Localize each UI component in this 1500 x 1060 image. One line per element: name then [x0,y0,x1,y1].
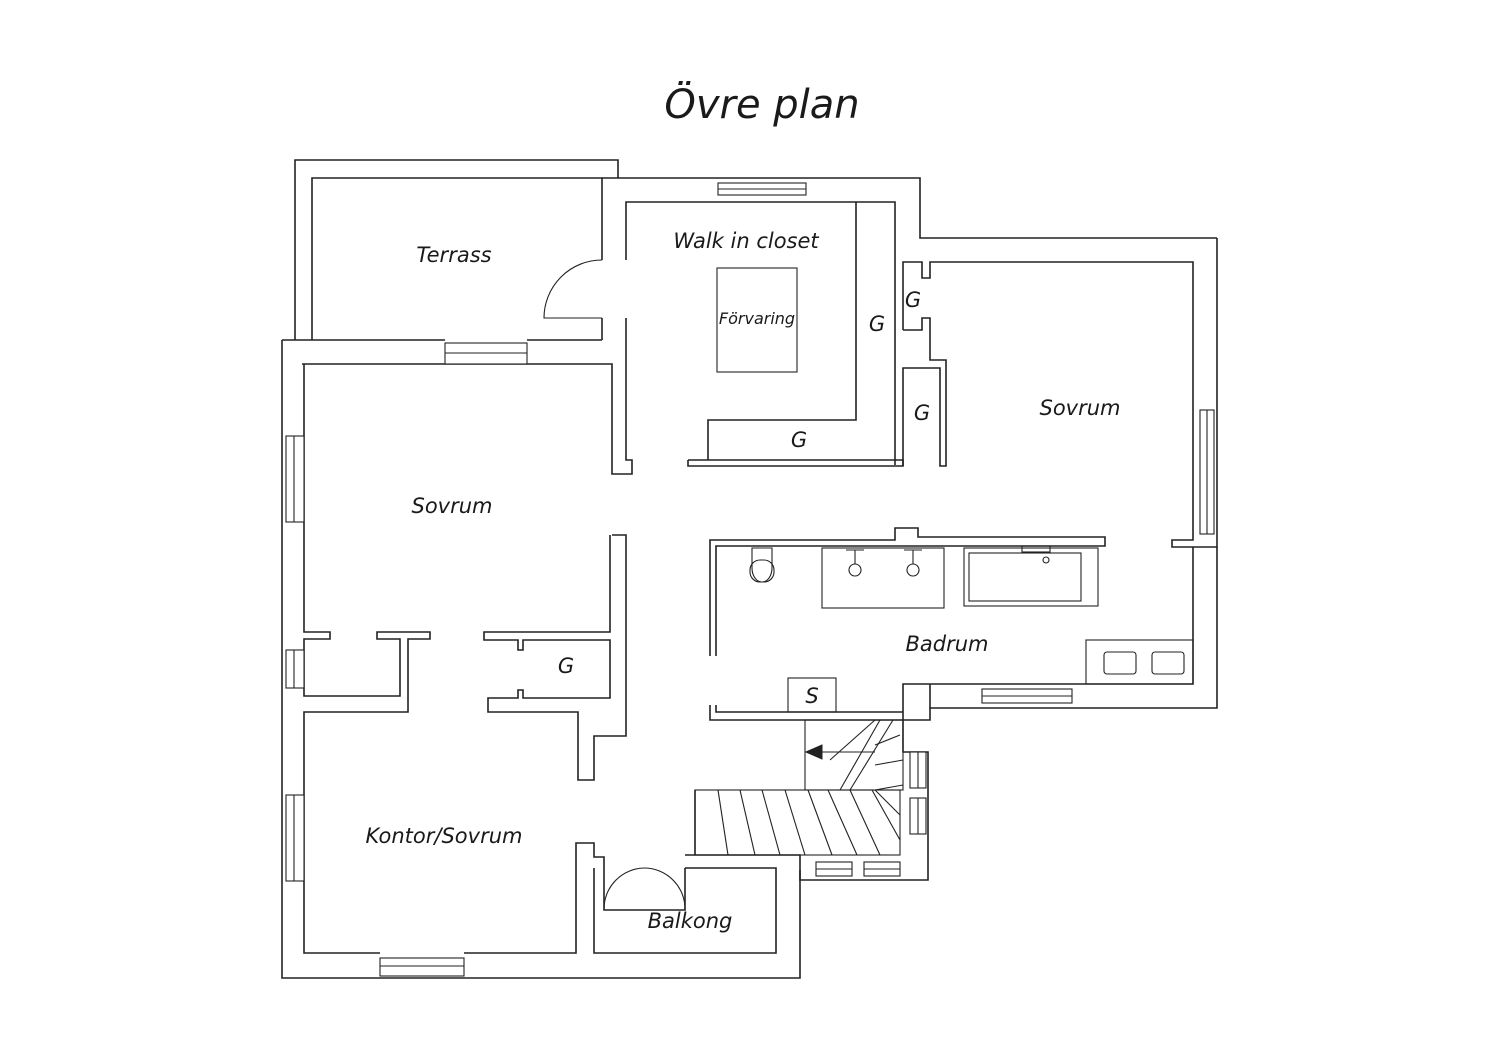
stairs-arrow-icon [804,744,823,760]
room-label-balkong: Balkong [648,909,733,933]
cleaning-cupboard-label: S [805,684,818,708]
shower-drain-icon [906,563,920,577]
wardrobe-label: G [914,401,930,425]
room-label-sovrum-left: Sovrum [411,494,492,518]
balcony [593,867,777,954]
room-label-kontor-sovrum: Kontor/Sovrum [366,824,523,848]
room-label-forvaring: Förvaring [719,309,795,328]
cleaning-cupboard [787,677,837,713]
terrace-door-swing [543,259,603,319]
hall-partitions [483,534,627,781]
room-label-walk-in-closet: Walk in closet [673,229,819,253]
office-window-side [285,794,305,882]
left-bedroom-walls [281,339,801,979]
terrace [294,159,619,340]
right-wardrobes [902,238,1218,548]
wardrobe-label: G [791,428,807,452]
bathtub-icon [963,547,1099,607]
sink-icon [1151,651,1185,675]
wardrobe-label: G [869,312,885,336]
sink-icon [1103,651,1137,675]
walk-in-closet-walls [302,177,1217,475]
room-label-terrass: Terrass [416,243,491,267]
wardrobe-label: G [905,288,921,312]
shower-drain-icon [848,563,862,577]
toilet-icon [751,547,773,583]
room-label-badrum: Badrum [905,632,988,656]
wardrobe-label: G [558,654,574,678]
storage-box [716,267,798,373]
office-window-bottom [379,957,465,977]
staircase [685,719,929,881]
plan-title: Övre plan [664,80,859,128]
room-label-sovrum-right: Sovrum [1039,396,1120,420]
bathroom [709,409,1218,721]
left-bedroom-window-side [285,435,305,523]
shower-area [821,547,945,609]
